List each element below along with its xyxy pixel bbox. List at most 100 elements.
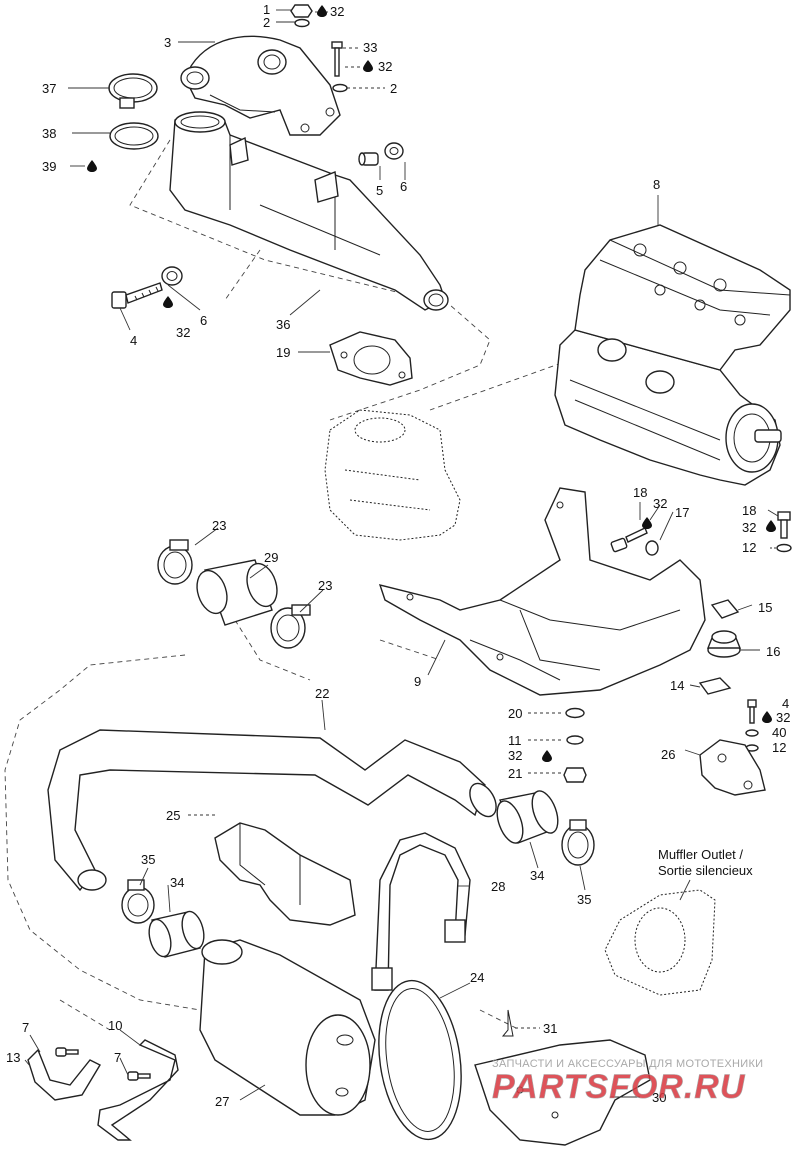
screw-7-right [127,1071,151,1081]
sleeve-5 [358,152,379,166]
callout-2: 2 [263,15,270,30]
leader-lines [24,9,779,1101]
callout-labels: 1 2 32 3 33 32 2 37 38 39 5 6 8 4 32 6 3… [6,2,790,1109]
callout-36: 36 [276,317,290,332]
muffler-outlet-line2: Sortie silencieux [658,863,753,878]
oil-drop-icon [87,160,97,172]
muffler-outlet-line1: Muffler Outlet / [658,847,743,862]
callout-12: 12 [742,540,756,555]
callout-23: 23 [318,578,332,593]
watermark: ЗАПЧАСТИ И АКСЕССУАРЫ ДЛЯ МОТОТЕХНИКИ PA… [492,1058,763,1106]
washer-stack [563,707,587,783]
oil-drop-icon [363,60,373,72]
exhaust-hose-22 [47,729,497,892]
bushing-6-top [384,142,404,160]
callout-30: 30 [652,1090,666,1105]
callout-7: 7 [114,1050,121,1065]
callout-21: 21 [508,766,522,781]
bushing-6-lower [161,266,183,286]
callout-32: 32 [776,710,790,725]
callout-11: 11 [508,733,522,748]
callout-35: 35 [141,852,155,867]
tuned-pipe [169,111,449,311]
muffler-outlet-ghost [604,889,716,996]
gasket-19 [329,331,413,386]
oil-drop-icon [762,711,772,723]
exhaust-manifold-ghost [324,409,461,541]
clamp-35-left [121,879,155,924]
callout-32: 32 [330,4,344,19]
muffler-27 [199,939,376,1116]
clamp-23-left [157,539,193,585]
exhaust-manifold [180,35,341,136]
oil-drop-icon [163,296,173,308]
engine [554,224,791,486]
coupler-34-left [148,910,205,958]
callout-16: 16 [766,644,780,659]
coupler-34-right [496,790,559,844]
clamp-35-right [561,819,595,866]
callout-22: 22 [315,686,329,701]
callout-18: 18 [742,503,756,518]
callout-4: 4 [130,333,137,348]
callout-33: 33 [363,40,377,55]
callout-15: 15 [758,600,772,615]
engine-support [378,487,706,696]
callout-40: 40 [772,725,786,740]
callout-32: 32 [378,59,392,74]
shim-14 [698,677,732,695]
bolt-4-right [745,699,759,752]
callout-35: 35 [577,892,591,907]
bracket-13 [27,1048,101,1101]
callout-3: 3 [164,35,171,50]
callout-37: 37 [42,81,56,96]
callout-12: 12 [772,740,786,755]
band-24 [378,979,462,1141]
callout-27: 27 [215,1094,229,1109]
callout-23: 23 [212,518,226,533]
bolt-18-17 [610,527,659,556]
callout-26: 26 [661,747,675,762]
callout-29: 29 [264,550,278,565]
rubber-mount-15 [710,599,740,619]
bolt-33 [331,41,348,93]
foam-block-25 [214,822,356,926]
callout-13: 13 [6,1050,20,1065]
callout-28: 28 [491,879,505,894]
bracket-10 [97,1039,179,1141]
callout-9: 9 [414,674,421,689]
hose-29 [196,559,278,626]
callout-38: 38 [42,126,56,141]
clamp-23-right [270,604,311,649]
callout-8: 8 [653,177,660,192]
callout-31: 31 [543,1021,557,1036]
callout-1: 1 [263,2,270,17]
callout-20: 20 [508,706,522,721]
clamp-37 [108,73,158,109]
callout-32: 32 [653,496,667,511]
callout-32: 32 [176,325,190,340]
callout-19: 19 [276,345,290,360]
cable-tie-31 [501,1009,514,1037]
callout-25: 25 [166,808,180,823]
rubber-mount-16 [706,630,742,658]
callout-34: 34 [170,875,184,890]
callout-18: 18 [633,485,647,500]
callout-6: 6 [200,313,207,328]
muffler-outlet-note: Muffler Outlet / Sortie silencieux [658,847,753,901]
bolt-4-lower [111,282,163,309]
nut-and-washer [290,4,313,28]
callout-39: 39 [42,159,56,174]
callout-34: 34 [530,868,544,883]
strap-28 [371,832,471,991]
callout-14: 14 [670,678,684,693]
callout-4: 4 [782,696,789,711]
mount-plate-26 [699,739,766,796]
oil-drop-icon [766,520,776,532]
callout-32: 32 [742,520,756,535]
screw-7-left [55,1047,79,1057]
callout-32: 32 [508,748,522,763]
callout-2: 2 [390,81,397,96]
watermark-tagline: ЗАПЧАСТИ И АКСЕССУАРЫ ДЛЯ МОТОТЕХНИКИ [492,1058,763,1070]
